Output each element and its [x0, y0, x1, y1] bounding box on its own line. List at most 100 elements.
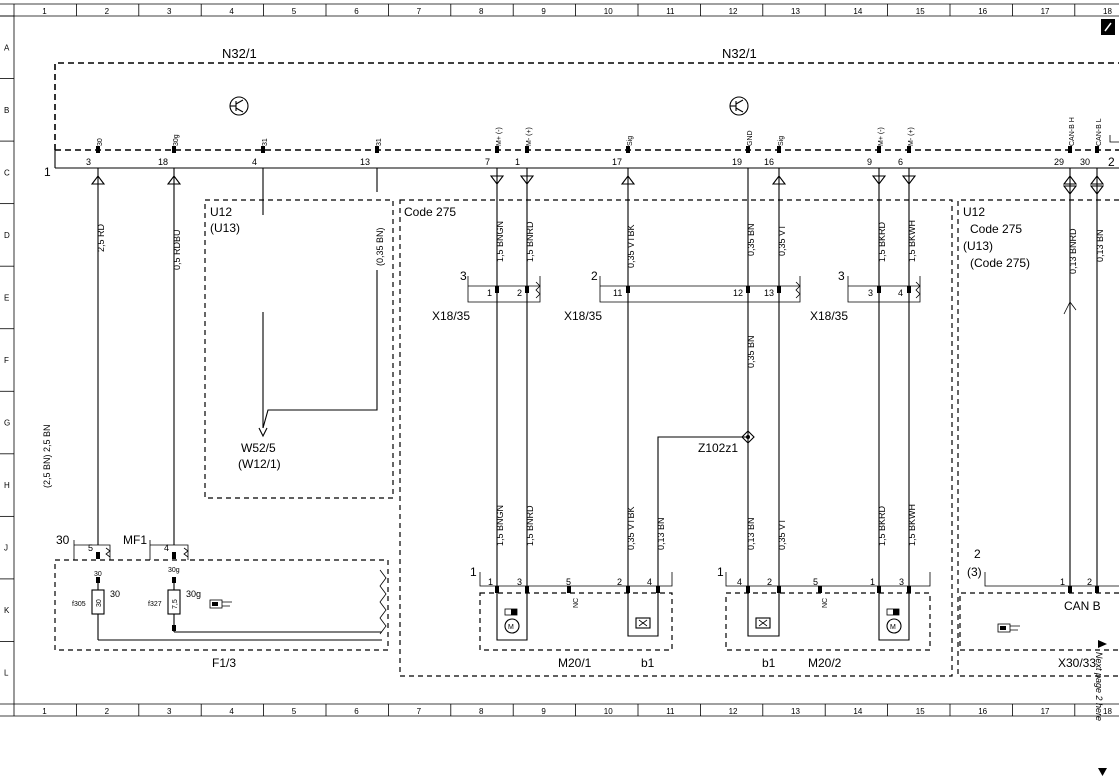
- svg-text:3: 3: [86, 157, 91, 167]
- grid-column-label: 4: [229, 707, 234, 716]
- grid-column-label: 18: [1103, 707, 1112, 716]
- svg-text:29: 29: [1054, 157, 1064, 167]
- ground-label: W52/5: [241, 441, 276, 455]
- svg-text:13: 13: [764, 288, 774, 298]
- connector-x18-b: 2 11 12 13 X18/35: [564, 269, 801, 323]
- wire-label: 0,5 RDBU: [172, 229, 182, 270]
- grid-column-label: 12: [729, 7, 738, 16]
- splice-label: Z102z1: [698, 441, 738, 455]
- next-page-note: Next page 2 here: [1094, 640, 1107, 776]
- svg-text:30: 30: [1080, 157, 1090, 167]
- svg-text:4: 4: [737, 577, 742, 587]
- wire-label: 0,35 VTBK: [626, 224, 636, 268]
- grid-row-label: B: [4, 106, 9, 115]
- connector-label: X30/33: [1058, 656, 1096, 670]
- pointing-hand-icon: [209, 599, 232, 609]
- box-label: Code 275: [404, 205, 456, 219]
- grid-column-label: 15: [916, 7, 925, 16]
- svg-text:NC: NC: [573, 598, 580, 608]
- svg-text:3: 3: [517, 577, 522, 587]
- wire-label: (2,5 BN) 2,5 BN: [42, 424, 52, 488]
- svg-text:4: 4: [898, 288, 903, 298]
- svg-text:M: M: [890, 624, 896, 631]
- wire-label: 0,13 BN: [746, 517, 756, 550]
- grid-row-label: G: [4, 419, 10, 428]
- grid-row-label: C: [4, 168, 10, 177]
- svg-text:M- (+): M- (+): [526, 127, 533, 146]
- fuse-box: 30 5 MF1 4 30 30 30 f305 30g 7,5 30g f32…: [54, 533, 389, 670]
- svg-text:5: 5: [566, 577, 571, 587]
- wire-label: 0,35 BN: [746, 335, 756, 368]
- wire-label: 0,13 BNRD: [1068, 228, 1078, 274]
- wire-labels: 2,5 RD 0,5 RDBU (0,35 BN) 1,5 BNGN 1,5 B…: [42, 220, 1105, 550]
- svg-text:2: 2: [974, 547, 981, 561]
- svg-text:NC: NC: [822, 598, 829, 608]
- motor-icon: [886, 618, 902, 634]
- grid-column-label: 9: [541, 707, 546, 716]
- svg-text:Sig: Sig: [778, 136, 785, 146]
- svg-text:30g: 30g: [173, 134, 180, 146]
- wire-label: 0,13 BN: [656, 517, 666, 550]
- grid-column-label: 4: [229, 7, 234, 16]
- wire-label: 0,13 BN: [1095, 229, 1105, 262]
- grid-column-label: 1: [42, 707, 47, 716]
- grid-column-label: 13: [791, 7, 800, 16]
- box-label: U12: [210, 205, 232, 219]
- svg-text:GND: GND: [747, 130, 754, 146]
- grid-column-label: 3: [167, 7, 172, 16]
- pin: 31 13: [360, 138, 383, 167]
- svg-text:3: 3: [460, 269, 467, 283]
- grid-column-label: 16: [978, 707, 987, 716]
- svg-text:13: 13: [360, 157, 370, 167]
- wires: [90, 168, 1105, 586]
- svg-text:4: 4: [647, 577, 652, 587]
- grid-row-label: F: [4, 356, 9, 365]
- svg-text:M+ (-): M+ (-): [496, 127, 503, 146]
- pin: M- (+) 1: [515, 127, 533, 167]
- pin: Sig 17: [612, 136, 634, 167]
- svg-text:1: 1: [488, 577, 493, 587]
- wire-label: 0,35 BN: [746, 223, 756, 256]
- fuse-box-label: F1/3: [212, 656, 236, 670]
- svg-text:f305: f305: [72, 601, 86, 608]
- grid-row-label: K: [4, 606, 10, 615]
- grid-column-label: 7: [417, 7, 422, 16]
- svg-text:12: 12: [733, 288, 743, 298]
- grid-column-label: 10: [604, 7, 613, 16]
- pin: Sig 16: [764, 136, 785, 167]
- svg-text:11: 11: [613, 288, 622, 298]
- svg-text:3: 3: [838, 269, 845, 283]
- grid-column-label: 8: [479, 707, 484, 716]
- svg-text:30g: 30g: [168, 567, 180, 574]
- page-marker-icon: [1101, 19, 1115, 35]
- module-outline: [54, 62, 1119, 150]
- motor-label: M20/2: [808, 656, 842, 670]
- connector-label: X18/35: [564, 309, 602, 323]
- motor-sublabel: b1: [641, 656, 655, 670]
- grid-row-label: J: [4, 544, 8, 553]
- wire-label: 0,35 VT: [777, 224, 787, 256]
- svg-text:1: 1: [717, 565, 724, 579]
- grid-row-label: D: [4, 231, 10, 240]
- pin: 31 4: [252, 138, 269, 167]
- wire-label: (0,35 BN): [375, 227, 385, 266]
- svg-text:1: 1: [487, 288, 492, 298]
- svg-text:2: 2: [1087, 577, 1092, 587]
- svg-text:CAN-B H: CAN-B H: [1069, 117, 1076, 146]
- svg-text:30: 30: [97, 138, 104, 146]
- grid-column-label: 3: [167, 707, 172, 716]
- module-title-right: N32/1: [722, 46, 757, 61]
- svg-text:5: 5: [813, 577, 818, 587]
- pin-headers: 30 3 30g 18 31 4 31 13 M+ (-) 7 M- (+) 1: [86, 117, 1103, 167]
- svg-text:(3): (3): [967, 565, 982, 579]
- grid-column-label: 6: [354, 707, 359, 716]
- svg-text:M- (+): M- (+): [908, 127, 915, 146]
- can-label: CAN B: [1064, 599, 1101, 613]
- svg-text:6: 6: [898, 157, 903, 167]
- svg-text:Sig: Sig: [627, 136, 634, 146]
- grid-column-label: 18: [1103, 7, 1112, 16]
- svg-text:1: 1: [515, 157, 520, 167]
- grid-column-label: 17: [1041, 7, 1050, 16]
